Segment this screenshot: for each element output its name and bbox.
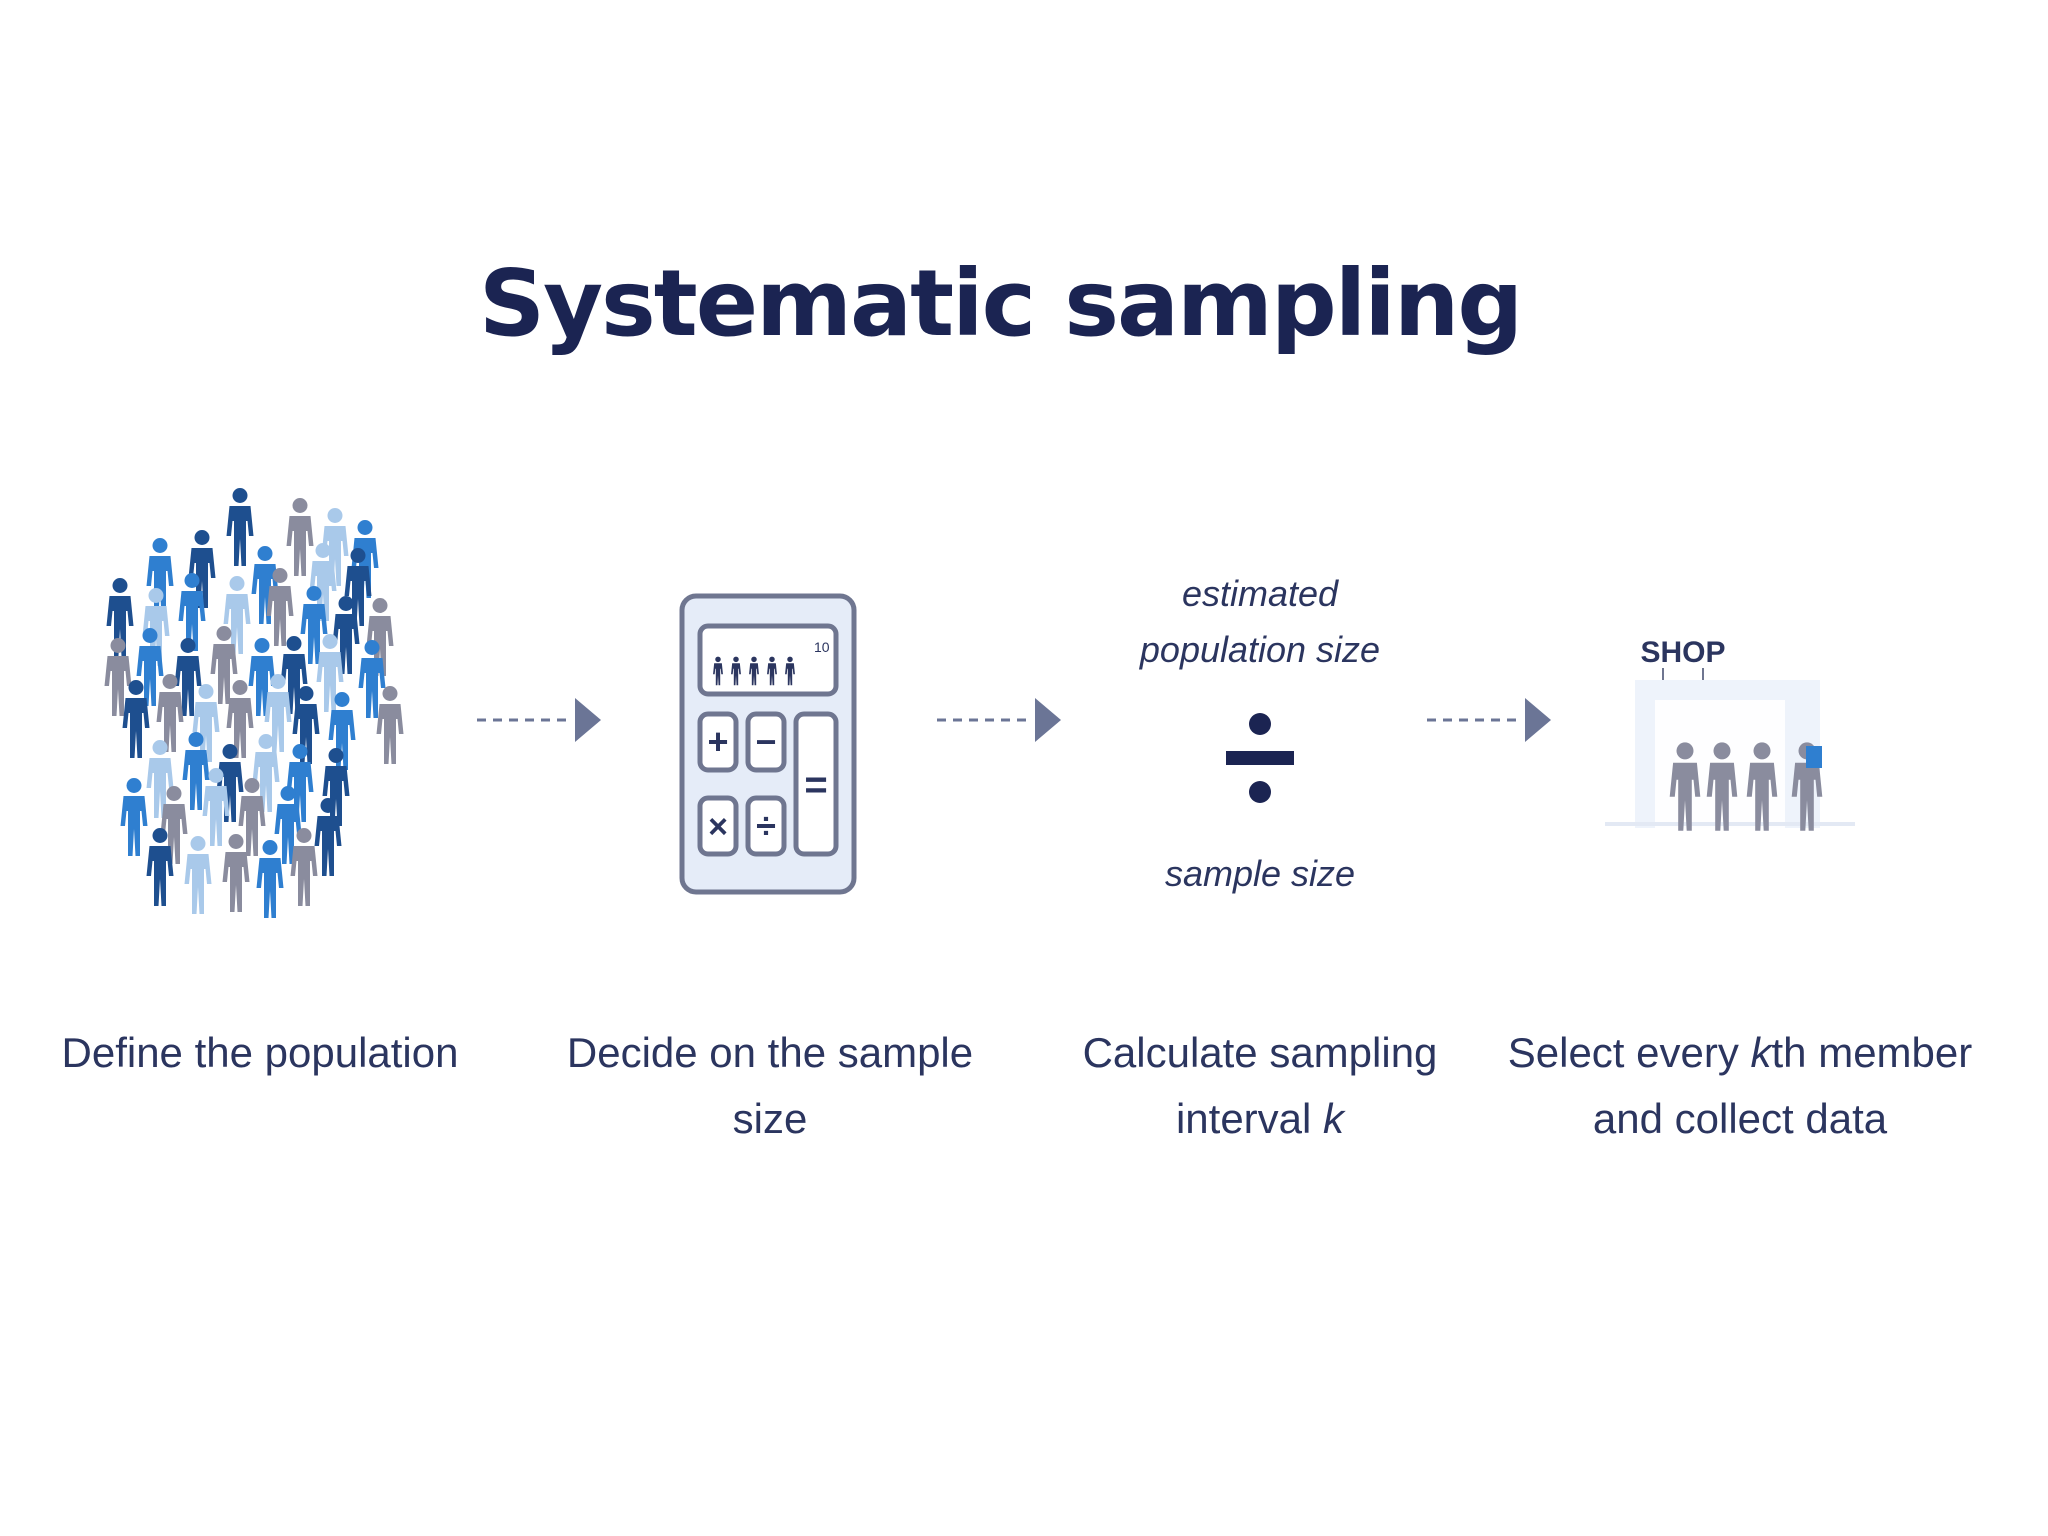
person-icon [188,530,216,608]
person-icon [178,573,206,651]
denominator: sample size [1164,853,1356,894]
person-icon [749,656,759,686]
person-icon [344,548,372,626]
person-icon [366,598,394,676]
person-icon [146,828,174,906]
step4-caption-line2: and collect data [1592,1095,1888,1142]
step1-caption: Define the population [61,1029,459,1076]
person-icon [1706,742,1738,831]
person-icon [256,840,284,918]
person-icon [1746,742,1778,831]
person-icon [146,538,174,616]
dashed-arrow-icon [477,698,601,742]
multiply-key: × [708,808,728,846]
person-icon [210,626,238,704]
person-icon [264,674,292,752]
person-icon [266,568,294,646]
person-icon [222,834,250,912]
person-icon [731,656,741,686]
person-icon [122,680,150,758]
shop-sign: SHOP [1640,636,1725,669]
person-icon [156,674,184,752]
minus-key: − [755,721,776,762]
person-icon [120,778,148,856]
person-icon [182,732,210,810]
person-icon [1669,742,1701,831]
person-icon [238,778,266,856]
dashed-arrow-icon [1427,698,1551,742]
calculator-icon: 10 + − × ÷ = [679,593,857,895]
person-icon [280,636,308,714]
equals-key: = [804,763,827,807]
person-icon [251,546,279,624]
person-icon [785,656,795,686]
person-icon [713,656,723,686]
person-icon [376,686,404,764]
shop-icon: SHOP [1605,636,1855,831]
plus-key: + [707,721,728,762]
person-icon [223,576,251,654]
person-icon [300,586,328,664]
person-icon [290,828,318,906]
person-icon [286,498,314,576]
numerator-line1: estimated [1181,573,1339,614]
person-icon [314,798,342,876]
step3-caption-line1: Calculate sampling [1082,1029,1438,1076]
handover-box-icon [1806,746,1822,768]
numerator: estimated population size [1110,566,1410,678]
person-icon [286,744,314,822]
person-icon [160,786,188,864]
step3-caption: Calculate sampling interval k [1050,1020,1470,1152]
person-icon [136,628,164,706]
person-icon [192,684,220,762]
counter-people-icon [713,656,795,686]
person-icon [309,543,337,621]
step3-caption-line2: interval k [1175,1095,1345,1142]
person-icon [274,786,302,864]
person-icon [202,768,230,846]
person-icon [184,836,212,914]
person-icon [316,634,344,712]
person-icon [321,508,349,586]
divide-key: ÷ [756,805,776,846]
person-icon [226,488,254,566]
population-crowd-icon [104,488,404,918]
step4-caption-line1: Select every kth member [1507,1029,1973,1076]
division-icon [1226,713,1294,803]
person-icon [248,638,276,716]
counter-exponent: 10 [814,639,830,655]
person-icon [146,740,174,818]
dashed-arrow-icon [937,698,1061,742]
diagram-title: Systematic sampling [478,250,1523,357]
person-icon [174,638,202,716]
person-icon [104,638,132,716]
person-icon [106,578,134,656]
person-icon [322,748,350,826]
person-icon [252,734,280,812]
numerator-line2: population size [1139,629,1381,670]
person-icon [767,656,777,686]
person-icon [332,596,360,674]
person-icon [292,686,320,764]
person-icon [358,640,386,718]
step2-caption: Decide on the sample size [566,1029,974,1142]
person-icon [328,692,356,770]
person-icon [226,680,254,758]
step4-caption: Select every kth member and collect data [1500,1020,1980,1152]
